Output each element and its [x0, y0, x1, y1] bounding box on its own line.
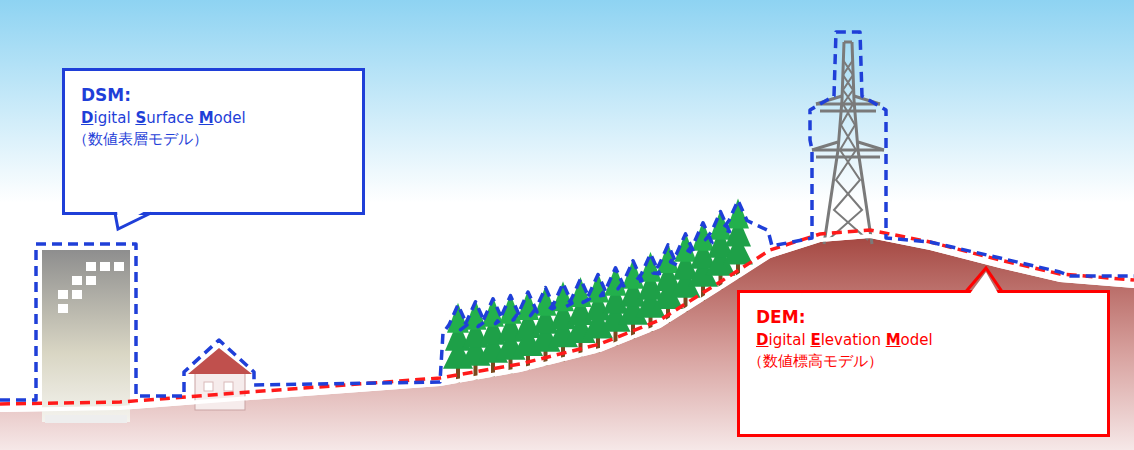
dsm-callout: DSM: Digital Surface Model （数値表層モデル） [62, 68, 365, 215]
callout-heading: DEM: [756, 307, 1091, 327]
callout-heading: DSM: [81, 85, 346, 105]
callout-text: Digital Elevation Model [756, 331, 1091, 349]
callout-text: Digital Surface Model [81, 109, 346, 127]
ground [0, 238, 1134, 450]
building [42, 250, 130, 423]
callout-text: （数値標高モデル） [748, 352, 1091, 371]
callout-text: （数値表層モデル） [73, 130, 346, 149]
transmission-tower [812, 42, 884, 244]
dem-callout: DEM: Digital Elevation Model （数値標高モデル） [737, 290, 1110, 437]
